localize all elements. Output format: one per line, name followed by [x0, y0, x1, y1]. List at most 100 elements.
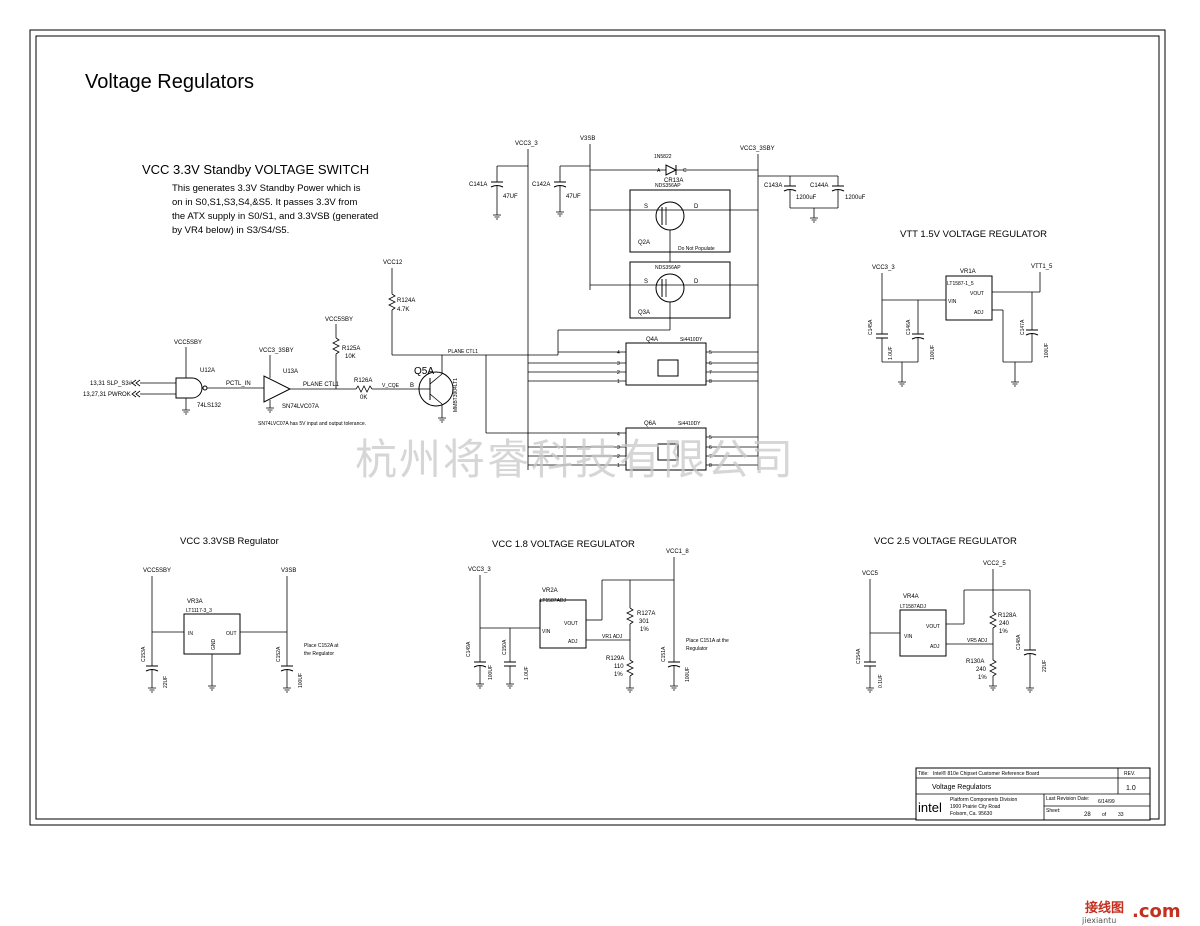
titleblock-label: Title:: [918, 771, 929, 777]
ground-icon: [493, 214, 501, 220]
net-label: V3SB: [281, 568, 296, 574]
ground-icon: [810, 217, 818, 223]
part-label: LT1587ADJ: [540, 598, 567, 604]
v25-regulator-block: VCC 2.5 VOLTAGE REGULATOR VCC5 VR4A LT15…: [856, 536, 1048, 688]
capacitor-c153a: [145, 669, 159, 672]
net-label: VR1 ADJ: [602, 634, 623, 640]
pin-label: S: [644, 279, 648, 285]
value-label: 1%: [614, 672, 623, 678]
nand-gate-u12a: [175, 377, 203, 399]
switch-desc-line: by VR4 below) in S3/S4/S5.: [172, 225, 289, 236]
note-text: the Regulator: [304, 651, 334, 657]
svg-text:3: 3: [617, 445, 620, 451]
pin-label: D: [694, 279, 699, 285]
resistor-r126a: [355, 385, 373, 393]
svg-text:4: 4: [617, 350, 620, 356]
pin-label: B: [410, 383, 414, 389]
watermark-text: 杭州将睿科技有限公司: [355, 435, 795, 484]
value-label: 0K: [360, 395, 367, 401]
value-label: 240: [976, 667, 987, 673]
pin-label: IN: [188, 631, 193, 637]
pin-label: VOUT: [926, 624, 940, 630]
capacitor-c144a: [831, 189, 845, 192]
pin-label: D: [694, 204, 699, 210]
part-label: NDS356AP: [655, 183, 681, 189]
ground-icon: [556, 211, 564, 217]
titleblock-date: 6/14/99: [1098, 799, 1115, 805]
ground-icon: [182, 409, 190, 415]
net-label: VCC3_3: [515, 141, 538, 147]
note-text: Do Not Populate: [678, 246, 715, 252]
pin-label: VIN: [948, 299, 957, 305]
value-label: 10K: [345, 354, 356, 360]
ref-label: R125A: [342, 346, 360, 352]
switch-desc-line: This generates 3.3V Standby Power which …: [172, 183, 361, 194]
sheet-inner-border: [35, 35, 1160, 820]
value-label: 100UF: [930, 345, 936, 360]
net-label: VCC3_3SBY: [259, 348, 294, 354]
page-title: Voltage Regulators: [85, 71, 254, 93]
pin-label: VIN: [542, 629, 551, 635]
net-label: VTT1_5: [1031, 264, 1053, 270]
part-label: SN74LVC07A: [282, 404, 319, 410]
ref-label: C143A: [764, 183, 782, 189]
ground-icon: [283, 687, 291, 693]
ref-label: R126A: [354, 378, 372, 384]
titleblock-label: Last Revision Date:: [1046, 796, 1089, 802]
resistor-r130a: [989, 659, 997, 677]
resistor-r129a: [626, 659, 634, 677]
ref-label: Q3A: [638, 310, 650, 316]
diode-cr13a: [665, 164, 678, 176]
net-label: VCC2_5: [983, 561, 1006, 567]
net-label: PCTL_IN: [226, 381, 251, 387]
site-watermark: 接线图: [1085, 900, 1124, 916]
ref-label: C144A: [810, 183, 828, 189]
net-label: VCC5: [862, 571, 879, 577]
ref-label: C148A: [1016, 634, 1022, 650]
part-label: 74LS132: [197, 403, 222, 409]
note-text: Place C152A at: [304, 643, 339, 649]
svg-text:6: 6: [709, 445, 712, 451]
ground-icon: [476, 683, 484, 689]
vtt-regulator-block: VTT 1.5V VOLTAGE REGULATOR VCC3_3 VR1A L…: [868, 229, 1053, 382]
v25-heading: VCC 2.5 VOLTAGE REGULATOR: [874, 536, 1017, 547]
ref-label: C154A: [856, 648, 862, 664]
ground-icon: [506, 683, 514, 689]
titleblock-title: Intel® 810e Chipset Customer Reference B…: [933, 770, 1039, 777]
net-label: VCC5SBY: [325, 317, 353, 323]
ref-label: C150A: [502, 639, 508, 655]
ground-icon: [670, 685, 678, 691]
mosfet-q2a: [655, 201, 685, 231]
titleblock-rev: 1.0: [1126, 785, 1136, 792]
note-text: Place C151A at the: [686, 638, 729, 644]
svg-text:6: 6: [709, 361, 712, 367]
value-label: 100UF: [298, 673, 304, 688]
net-label: V3SB: [580, 136, 595, 142]
ground-icon: [148, 687, 156, 693]
ref-label: CR13A: [664, 178, 683, 184]
svg-text:7: 7: [709, 454, 712, 460]
note-text: SN74LVC07A has 5V input and output toler…: [258, 421, 366, 427]
ref-label: Q2A: [638, 240, 650, 246]
value-label: 110: [614, 664, 624, 670]
value-label: 100UF: [488, 665, 494, 680]
part-label: LT1587-1_5: [947, 281, 974, 287]
ref-label: C142A: [532, 182, 550, 188]
pin-label: VIN: [904, 634, 913, 640]
switch-heading: VCC 3.3V Standby VOLTAGE SWITCH: [142, 162, 369, 177]
v18-heading: VCC 1.8 VOLTAGE REGULATOR: [492, 539, 635, 550]
value-label: 1%: [978, 675, 987, 681]
part-label: LT1117-3_3: [186, 608, 212, 614]
titleblock-division: Platform Components Division: [950, 797, 1017, 803]
resistor-r125a: [332, 337, 340, 355]
capacitor-c149a: [473, 665, 487, 668]
regulator-vr2a: [539, 599, 587, 649]
value-label: 1%: [999, 629, 1008, 635]
svg-text:4: 4: [617, 432, 620, 438]
svg-text:8: 8: [709, 463, 712, 469]
titleblock-sheet-total: 33: [1118, 812, 1124, 818]
capacitor-c146a: [911, 337, 925, 340]
ref-label: U13A: [283, 369, 298, 375]
titleblock-address: 1900 Prairie City Road: [950, 804, 1001, 810]
mosfet-q3a: [655, 273, 685, 303]
